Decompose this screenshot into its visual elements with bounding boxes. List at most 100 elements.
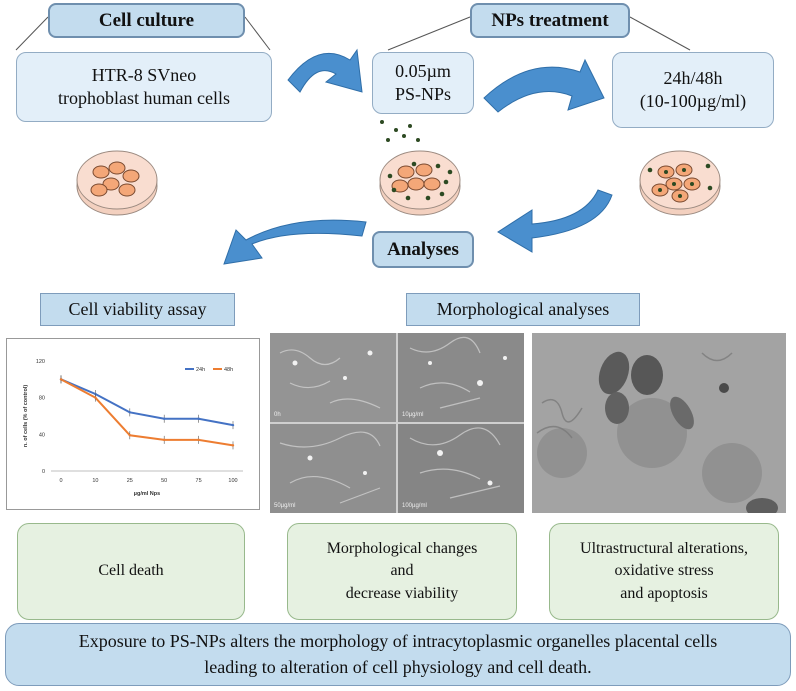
falling-particle [416, 138, 420, 142]
data-point [59, 378, 63, 381]
viability-chart-plot: 0 40 80 120 0 10 25 50 75 100 n. of cells (% of co… [23, 359, 243, 497]
petri-dish-icon [76, 150, 158, 216]
particle-size: 0.05µm [395, 60, 451, 81]
morphology-outcome-line2: and [390, 562, 414, 580]
dose-range: (10-100µg/ml) [639, 91, 747, 111]
particle-dot [405, 195, 411, 201]
data-point [128, 434, 131, 437]
y-tick-label: 120 [36, 359, 45, 365]
falling-particle [386, 138, 390, 142]
connector-line [15, 16, 49, 51]
ultrastructure-outcome-line2: oxidative stress [614, 562, 714, 580]
falling-particle [402, 134, 406, 138]
analyses-header: Analyses [372, 231, 474, 268]
morphology-outcome-line1: Morphological changes [326, 539, 478, 557]
cell-icon [122, 169, 140, 183]
morphology-outcome: Morphological changes and decrease viabi… [287, 523, 517, 620]
viability-section-header: Cell viability assay [40, 293, 235, 326]
x-tick-label: 75 [196, 478, 202, 484]
internalized-particle [682, 168, 686, 172]
x-tick-label: 10 [92, 478, 98, 484]
y-axis-label: n. of cells (% of control) [23, 385, 29, 448]
particle-dot [439, 191, 445, 197]
data-point [231, 444, 235, 447]
particle-dot [705, 163, 711, 169]
micrograph-label-100: 100µg/ml [402, 503, 427, 509]
internalized-particle [672, 182, 676, 186]
phase-contrast-micrographs: 0h 10µg/ml 50µg/ml 100µg/ml [270, 333, 524, 513]
series-line-24h [60, 378, 234, 427]
conclusion-line2: leading to alteration of cell physiology… [204, 656, 592, 677]
cell-icon [92, 165, 110, 179]
data-point [231, 423, 235, 427]
connector-line [244, 16, 271, 51]
x-tick-label: 100 [228, 478, 237, 484]
particle-dot [707, 185, 713, 191]
viability-chart: 0 40 80 120 0 10 25 50 75 100 n. of cells (% of co… [6, 338, 260, 510]
data-point [163, 438, 166, 442]
falling-particles [380, 120, 420, 142]
conclusion-box: Exposure to PS-NPs alters the morphology… [5, 623, 791, 686]
particle-dot [425, 195, 431, 201]
y-tick-label: 0 [42, 469, 45, 475]
cell-death-outcome: Cell death [17, 523, 245, 620]
cell-line-name: HTR-8 SVneo [91, 64, 197, 85]
particle-dot [387, 173, 393, 179]
ultrastructure-outcome-line3: and apoptosis [620, 584, 708, 602]
workflow-arrows [223, 48, 613, 265]
falling-particle [394, 128, 398, 132]
nps-treatment-header: NPs treatment [470, 3, 630, 38]
internalized-particle [658, 188, 662, 192]
data-point [163, 417, 166, 420]
curved-arrow-icon [483, 58, 605, 113]
particle-dot [443, 179, 449, 185]
data-point [94, 396, 97, 399]
cell-culture-title: Cell culture [98, 9, 195, 31]
x-tick-label: 0 [59, 478, 62, 484]
cell-icon [415, 163, 433, 177]
micrograph-label-0h: 0h [274, 412, 281, 418]
series-line-48h [60, 378, 234, 447]
micrograph-label-50: 50µg/ml [274, 503, 296, 509]
connector-line [387, 16, 471, 51]
curved-arrow-icon [287, 48, 363, 93]
cell-icon [118, 183, 136, 197]
particle-dot [435, 163, 441, 169]
curved-arrow-icon [497, 189, 613, 253]
legend-label: 24h [196, 367, 205, 373]
internalized-particle [690, 182, 694, 186]
morphology-section-header: Morphological analyses [406, 293, 640, 326]
particle-dot [411, 161, 417, 167]
internalized-particle [664, 170, 668, 174]
morphology-outcome-line3: decrease viability [345, 584, 459, 602]
falling-particle [380, 120, 384, 124]
cell-icon [407, 177, 425, 191]
particle-dot [647, 167, 653, 173]
petri-dishes [76, 150, 721, 216]
x-tick-label: 25 [127, 478, 133, 484]
micrograph-label-10: 10µg/ml [402, 412, 424, 418]
cell-death-text: Cell death [98, 562, 164, 580]
morphology-section-title: Morphological analyses [436, 299, 610, 319]
cell-line-box: HTR-8 SVneo trophoblast human cells [16, 52, 272, 122]
x-tick-label: 50 [161, 478, 167, 484]
cell-icon [90, 183, 108, 197]
y-tick-label: 40 [39, 432, 45, 438]
particle-box: 0.05µm PS-NPs [372, 52, 474, 114]
cell-icon [397, 165, 415, 179]
connector-line [629, 16, 691, 51]
ultrastructure-outcome-line1: Ultrastructural alterations, [580, 539, 748, 557]
particle-type: PS-NPs [394, 84, 452, 104]
dose-box: 24h/48h (10-100µg/ml) [612, 52, 774, 128]
viability-section-title: Cell viability assay [68, 299, 207, 319]
data-point [197, 417, 200, 420]
tem-texture [532, 333, 786, 513]
micrograph-texture [270, 333, 524, 513]
analyses-title: Analyses [387, 238, 459, 260]
particle-dot [447, 169, 453, 175]
petri-dish-icon [639, 150, 721, 216]
petri-dish-icon [379, 150, 461, 216]
cell-icon [423, 177, 441, 191]
y-tick-label: 80 [39, 396, 45, 402]
